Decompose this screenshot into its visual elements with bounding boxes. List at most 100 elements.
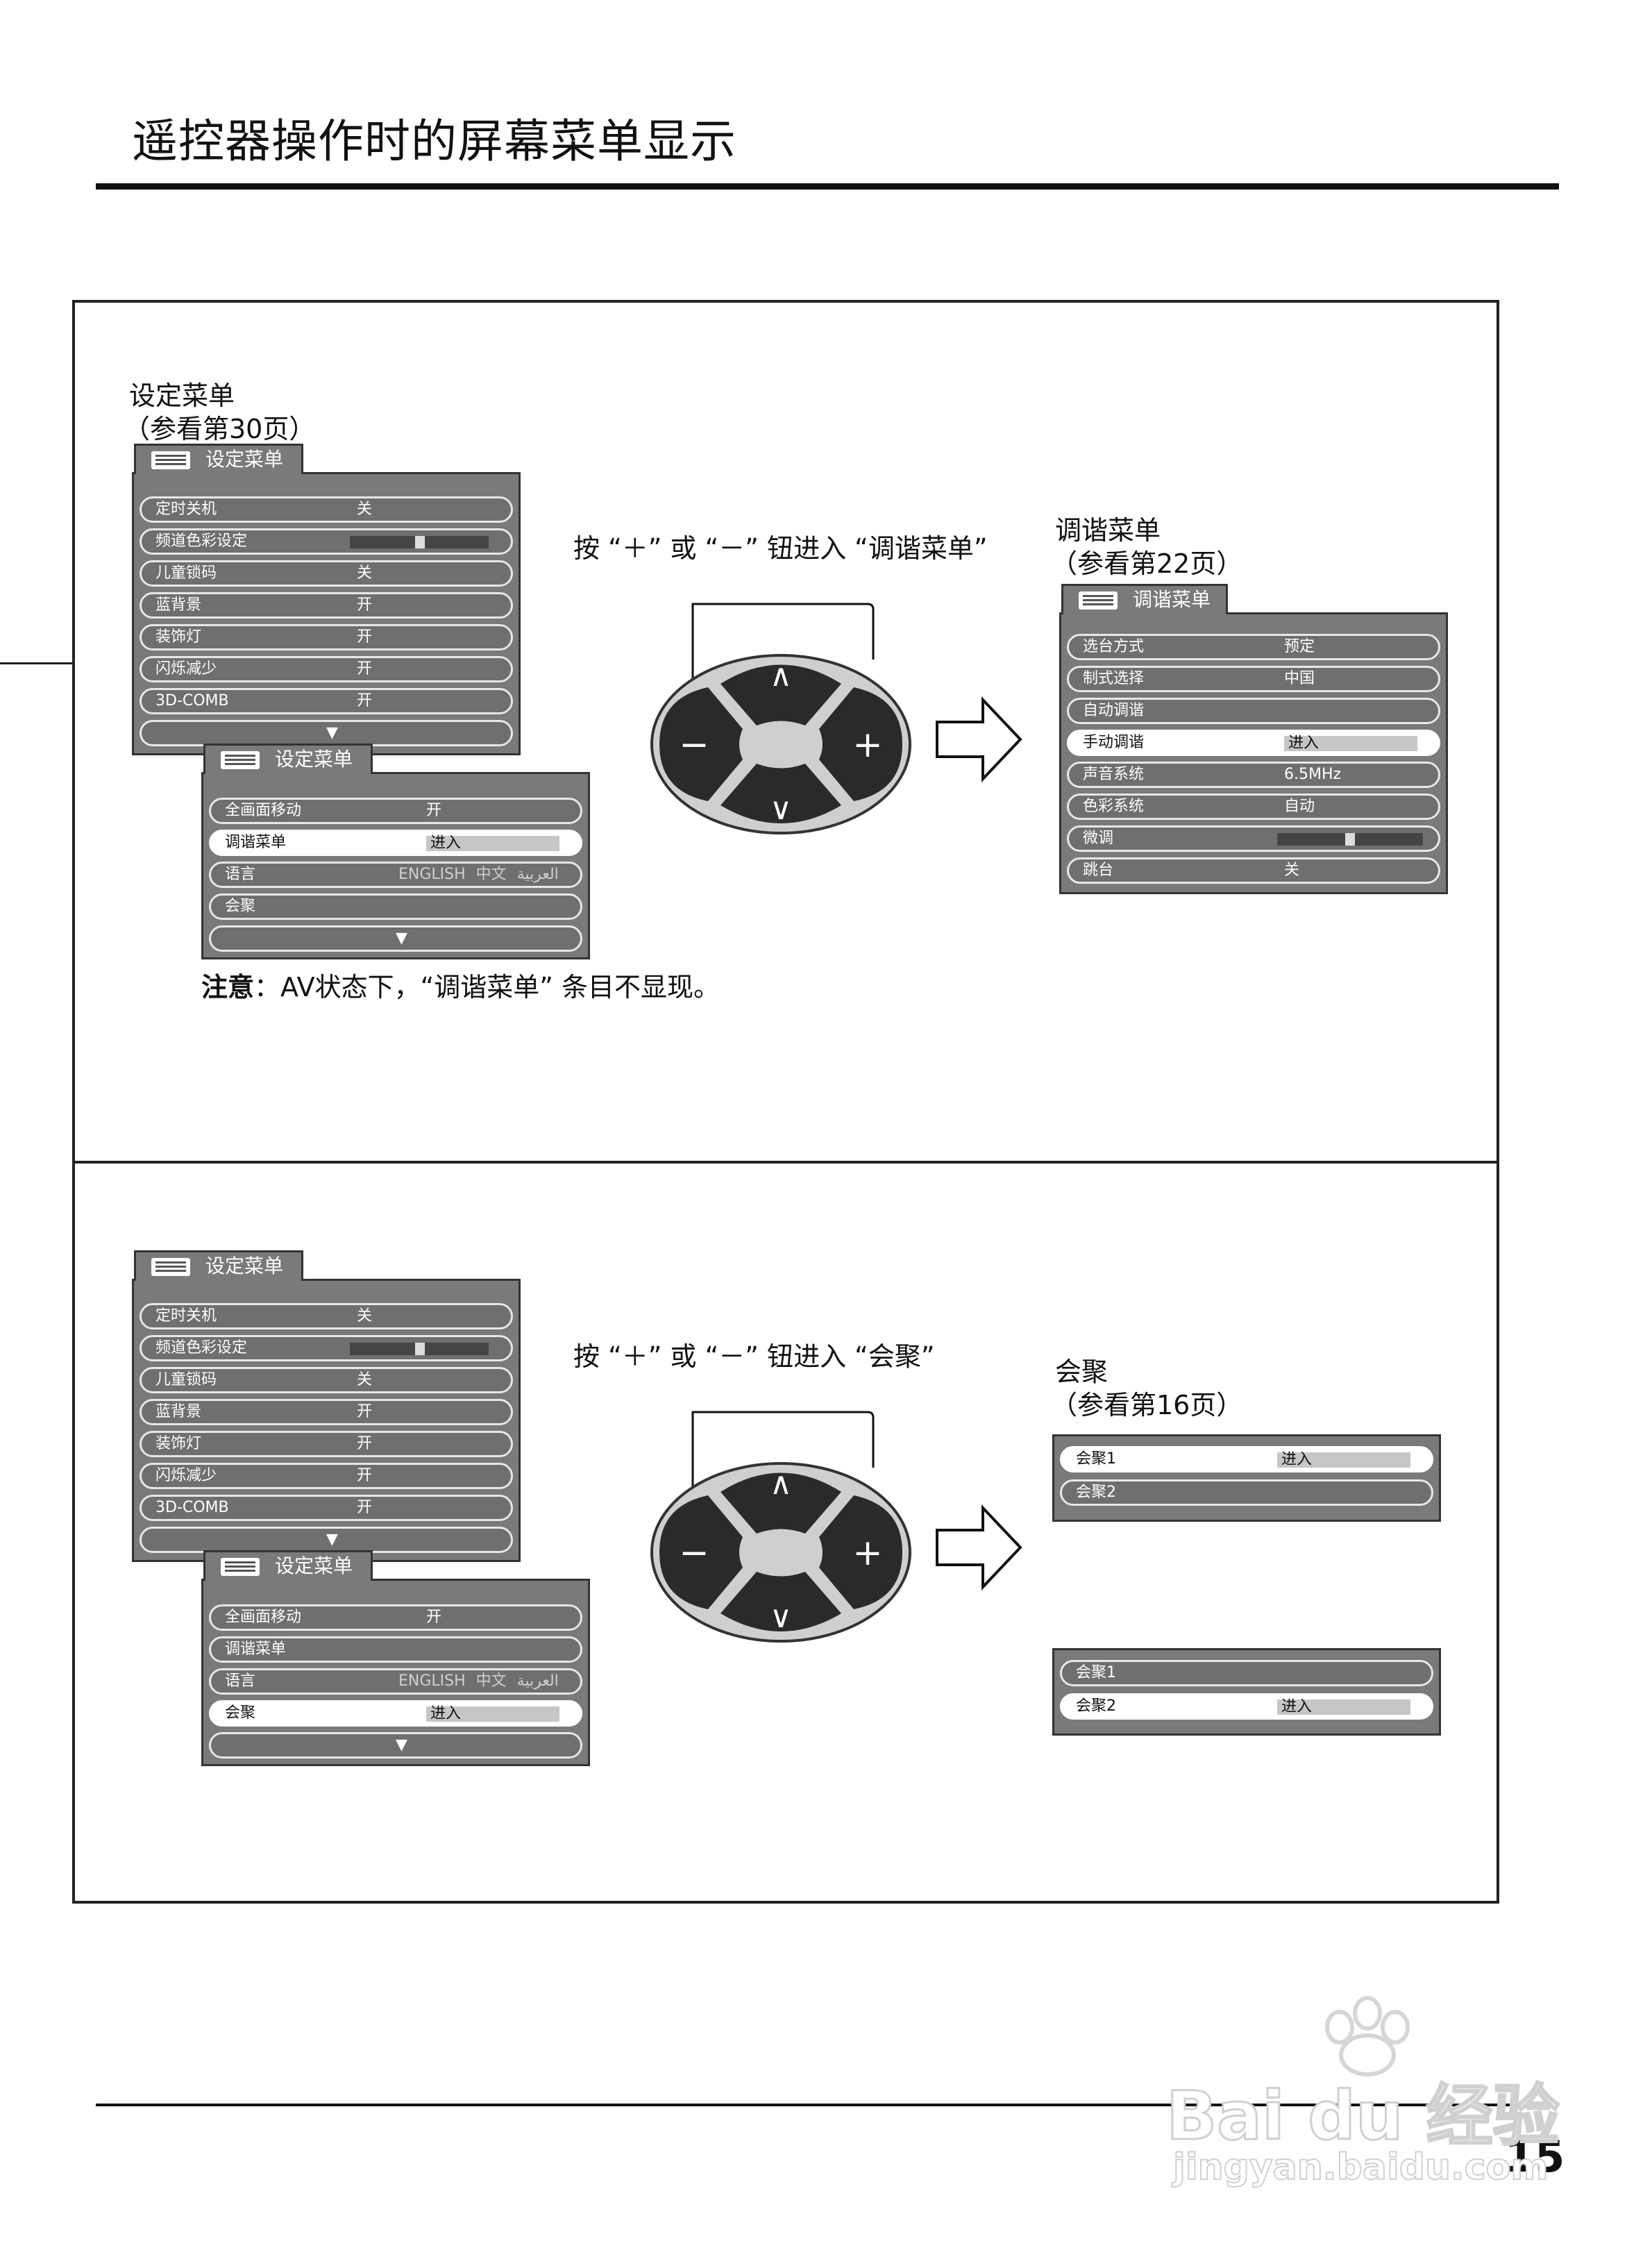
paw-icon <box>1325 1996 1410 2076</box>
tuning-row-manual-selected[interactable]: 手动调谐进入 <box>1067 730 1440 756</box>
baidu-watermark: Bai du 经验 jingyan.baidu.com <box>1165 1986 1560 2194</box>
tuning-caption-ref: （参看第22页） <box>1051 548 1243 579</box>
down-button[interactable] <box>720 1572 841 1631</box>
tuning-row-fine[interactable]: 微调 <box>1067 825 1440 852</box>
tuning-row-auto[interactable]: 自动调谐 <box>1067 698 1440 724</box>
minus-icon: − <box>679 1532 709 1574</box>
menu-row-child-lock[interactable]: 儿童锁码关 <box>140 560 513 587</box>
menu-row-deco-light[interactable]: 装饰灯开 <box>140 1431 513 1457</box>
menu-row-tuning-selected[interactable]: 调谐菜单进入 <box>209 830 582 856</box>
minus-button[interactable] <box>659 1495 743 1609</box>
menu-row-more[interactable]: ▼ <box>140 720 513 746</box>
remote-diagram: ∧ ∨ − + <box>650 603 911 834</box>
convergence-row-2[interactable]: 会聚2 <box>1060 1479 1433 1506</box>
note-text: ：AV状态下，“调谐菜单” 条目不显现。 <box>254 972 720 1002</box>
menu-row-full-shift[interactable]: 全画面移动开 <box>209 1604 582 1631</box>
footer-rule <box>96 2104 1559 2106</box>
down-arrow-icon: ▼ <box>396 930 407 947</box>
menu-list-icon <box>221 1558 260 1576</box>
down-icon: ∨ <box>770 791 792 827</box>
menu-row-sleep[interactable]: 定时关机关 <box>140 496 513 523</box>
down-icon: ∨ <box>770 1600 792 1635</box>
menu-row-child-lock[interactable]: 儿童锁码关 <box>140 1367 513 1393</box>
menu-row-more[interactable]: ▼ <box>140 1527 513 1553</box>
menu-row-flicker[interactable]: 闪烁减少开 <box>140 1463 513 1489</box>
setup-menu-header: 设定菜单 <box>134 444 303 474</box>
color-slider[interactable] <box>350 1343 489 1355</box>
menu-list-icon <box>221 751 260 769</box>
menu-row-sleep[interactable]: 定时关机关 <box>140 1303 513 1329</box>
tuning-row-skip[interactable]: 跳台关 <box>1067 857 1440 884</box>
setup-menu-title: 设定菜单 <box>205 1254 284 1277</box>
tuning-row-color[interactable]: 色彩系统自动 <box>1067 794 1440 820</box>
up-button[interactable] <box>720 1472 841 1534</box>
menu-row-blue-back[interactable]: 蓝背景开 <box>140 592 513 619</box>
menu-row-convergence-selected[interactable]: 会聚进入 <box>209 1700 582 1727</box>
plus-button[interactable] <box>819 687 902 801</box>
down-arrow-icon: ▼ <box>326 1531 338 1548</box>
tuning-row-system[interactable]: 制式选择中国 <box>1067 666 1440 692</box>
watermark-brand: Bai du 经验 <box>1165 2076 1561 2156</box>
menu-row-deco-light[interactable]: 装饰灯开 <box>140 624 513 651</box>
convergence-row-1[interactable]: 会聚1 <box>1060 1660 1433 1686</box>
right-arrow-icon <box>936 1504 1022 1591</box>
menu-row-channel-color[interactable]: 频道色彩设定 <box>140 1335 513 1361</box>
down-button[interactable] <box>720 764 841 823</box>
menu-row-more[interactable]: ▼ <box>209 925 582 952</box>
convergence-caption-title: 会聚 <box>1055 1357 1109 1387</box>
up-icon: ∧ <box>770 1466 792 1502</box>
note: 注意：AV状态下，“调谐菜单” 条目不显现。 <box>201 971 720 1004</box>
instruction-convergence: 按 “＋” 或 “－” 钮进入 “会聚” <box>573 1341 935 1372</box>
setup-menu-p2-title: 设定菜单 <box>275 1554 353 1577</box>
plus-icon: + <box>852 724 883 766</box>
tuning-caption-title: 调谐菜单 <box>1055 515 1161 546</box>
pointer-line-minus <box>691 603 875 660</box>
plus-icon: + <box>852 1532 883 1574</box>
tuning-menu-title: 调谐菜单 <box>1133 588 1211 611</box>
down-arrow-icon: ▼ <box>396 1736 407 1754</box>
plus-button[interactable] <box>819 1495 902 1609</box>
convergence-caption-ref: （参看第16页） <box>1051 1390 1243 1420</box>
setup-menu-panel-2: 设定菜单 定时关机关 频道色彩设定 儿童锁码关 蓝背景开 装饰灯开 闪烁减少开 … <box>132 1250 521 1562</box>
up-button[interactable] <box>720 664 841 726</box>
menu-row-flicker[interactable]: 闪烁减少开 <box>140 656 513 682</box>
setup-caption-title: 设定菜单 <box>129 380 235 411</box>
setup-menu-panel: 设定菜单 定时关机关 频道色彩设定 儿童锁码关 蓝背景开 装饰灯开 闪烁减少开 … <box>132 444 521 755</box>
fine-tune-slider[interactable] <box>1277 833 1423 846</box>
menu-row-convergence[interactable]: 会聚 <box>209 893 582 920</box>
menu-row-channel-color[interactable]: 频道色彩设定 <box>140 528 513 555</box>
menu-row-full-shift[interactable]: 全画面移动开 <box>209 798 582 824</box>
remote-diagram-2: ∧ ∨ − + <box>650 1411 911 1643</box>
tuning-menu-header: 调谐菜单 <box>1061 584 1228 614</box>
setup-menu-title: 设定菜单 <box>205 448 284 471</box>
menu-row-blue-back[interactable]: 蓝背景开 <box>140 1399 513 1425</box>
menu-row-tuning[interactable]: 调谐菜单 <box>209 1636 582 1663</box>
up-icon: ∧ <box>770 658 792 694</box>
setup-menu-p2-header: 设定菜单 <box>203 744 373 774</box>
down-arrow-icon: ▼ <box>326 724 338 741</box>
menu-row-more[interactable]: ▼ <box>209 1732 582 1759</box>
right-arrow-icon <box>936 696 1022 783</box>
tuning-row-select[interactable]: 选台方式预定 <box>1067 634 1440 660</box>
instruction-tuning: 按 “＋” 或 “－” 钮进入 “调谐菜单” <box>573 533 988 564</box>
page-number: 15 <box>1505 2131 1565 2182</box>
side-tick <box>0 662 74 664</box>
color-slider[interactable] <box>350 536 489 548</box>
watermark-url: jingyan.baidu.com <box>1172 2146 1549 2189</box>
header-rule <box>96 183 1559 190</box>
setup-menu-p2-header: 设定菜单 <box>203 1550 373 1581</box>
minus-button[interactable] <box>659 687 743 801</box>
note-label: 注意 <box>201 972 255 1002</box>
